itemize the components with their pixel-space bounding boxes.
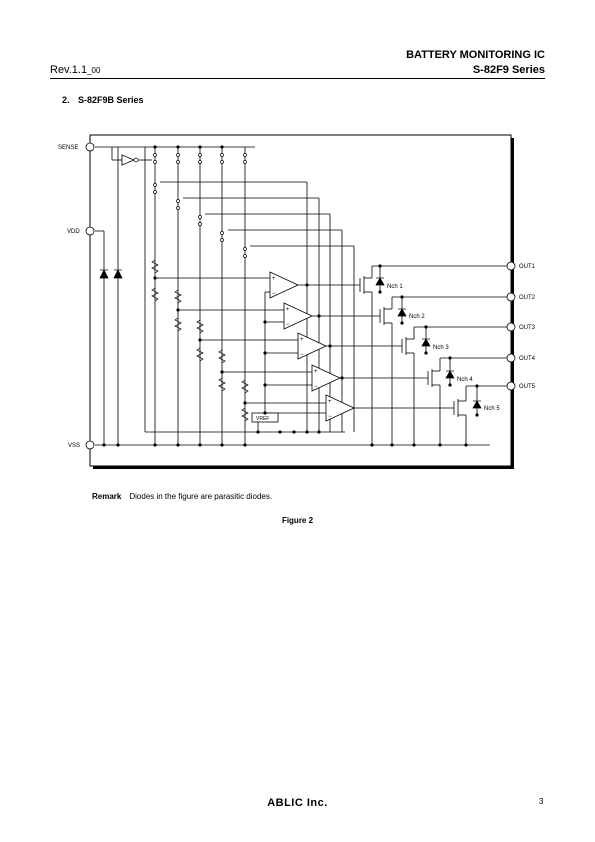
pin-vss [85,440,95,450]
buffer-triangle [121,154,136,166]
inverter-bubble [133,157,139,163]
pin-out3 [506,322,516,332]
pin-out4 [506,353,516,363]
svg-text:+: + [286,307,290,313]
pin-label-out1: OUT1 [519,264,536,270]
series-name: S-82F9 Series [472,64,545,76]
document-title: BATTERY MONITORING IC [406,49,545,61]
resistors [151,259,249,422]
section-heading: 2. S-82F9B Series [62,95,144,105]
comparator-signs: + − + − + − + − + − [272,276,332,420]
company-logo: ABLIC Inc. [267,797,328,809]
wiring [95,146,509,446]
pin-vdd [85,226,95,236]
svg-text:+: + [272,276,276,282]
pin-out2 [506,292,516,302]
page-number: 3 [539,797,544,806]
svg-text:−: − [300,352,304,358]
transistor-label-nch4: Nch 4 [457,377,473,383]
svg-text:−: − [314,384,318,390]
transistor-label-nch2: Nch 2 [409,314,425,320]
section-number: 2. [62,95,70,105]
pin-out1 [506,261,516,271]
svg-text:+: + [300,337,304,343]
svg-text:+: + [314,369,318,375]
pin-sense [85,142,95,152]
pin-label-out3: OUT3 [519,325,536,331]
ic-outline [89,134,512,467]
svg-text:−: − [328,414,332,420]
remark: Remark Diodes in the figure are parasitic… [92,492,272,501]
parasitic-diodes [375,277,482,409]
input-diodes [99,269,123,279]
remark-text: Diodes in the figure are parasitic diode… [129,492,273,501]
transistor-label-nch3: Nch 3 [433,345,449,351]
remark-label: Remark [92,492,122,501]
pin-label-vss: VSS [68,443,80,449]
switches [153,153,247,258]
pin-label-out2: OUT2 [519,295,536,301]
pin-out5 [506,381,516,391]
pin-label-out5: OUT5 [519,384,536,390]
vref-label: VREF [256,416,269,422]
junction-dots [102,145,479,447]
revision-suffix: _00 [87,66,101,75]
figure-caption: Figure 2 [281,516,314,525]
pins [85,142,516,450]
svg-text:−: − [272,291,276,297]
transistor-label-nch1: Nch 1 [387,284,403,290]
header-rule [50,78,545,79]
svg-text:+: + [328,399,332,405]
pin-label-vdd: VDD [67,229,80,235]
revision-number: Rev.1.1 [50,64,88,76]
pin-label-out4: OUT4 [519,356,536,362]
revision-label: Rev.1.1_00 [50,64,100,76]
transistor-label-nch5: Nch 5 [484,406,500,412]
comparators [269,271,355,422]
svg-text:−: − [286,322,290,328]
pin-label-sense: SENSE [58,145,78,151]
section-title: S-82F9B Series [78,95,144,105]
